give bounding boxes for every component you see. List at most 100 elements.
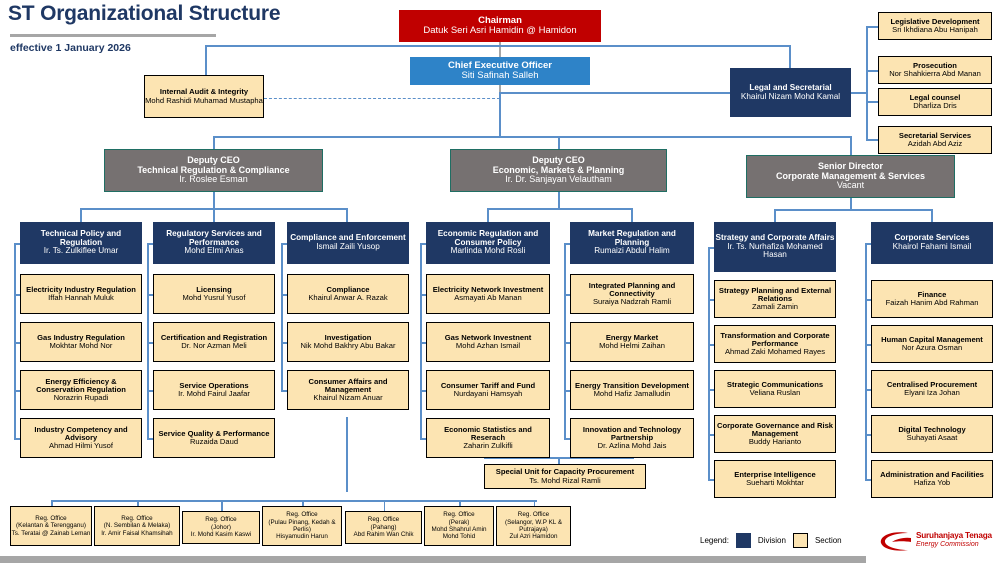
- section-title: Industry Competency and Advisory: [34, 424, 128, 442]
- box-section-5-1[interactable]: Transformation and Corporate Performance…: [714, 325, 836, 363]
- box-section-5-0[interactable]: Strategy Planning and External Relations…: [714, 280, 836, 318]
- division-title: Market Regulation and Planning: [588, 228, 676, 247]
- connector-section-4-1: [564, 342, 570, 344]
- legal-section-name: Dharliza Dris: [913, 101, 957, 110]
- box-regional-office-3[interactable]: Reg. Office(Pulau Pinang, Kedah & Perlis…: [262, 506, 342, 546]
- regional-office-line3: Zul Azri Hamidon: [509, 533, 558, 541]
- section-title: Service Quality & Performance: [158, 428, 270, 438]
- connector-deputy2-drop: [558, 136, 560, 149]
- section-name: Sueharti Mokhtar: [746, 478, 804, 487]
- legend-division-label: Division: [757, 536, 786, 545]
- box-regional-office-1[interactable]: Reg. Office(N. Sembilan & Melaka)Ir. Ami…: [94, 506, 180, 546]
- connector-section-1-0: [147, 294, 153, 296]
- connector-column-head-0: [14, 243, 20, 245]
- connector-legal-s4: [866, 139, 878, 141]
- section-name: Suraiya Nadzrah Ramli: [592, 297, 672, 307]
- section-title: Energy Transition Development: [575, 380, 689, 390]
- section-name: Dr. Nor Azman Meli: [181, 341, 247, 350]
- legal-section-title: Prosecution: [913, 60, 957, 70]
- connector-div4-drop: [487, 208, 489, 222]
- box-regional-office-5[interactable]: Reg. Office(Perak)Mohd Shahrul Amin Mohd…: [424, 506, 494, 546]
- connector-div7-drop: [931, 209, 933, 222]
- section-title: Gas Network Investnent: [444, 332, 532, 342]
- section-title: Innovation and Technology Partnership: [582, 424, 682, 442]
- deputy-name: Vacant: [836, 180, 865, 191]
- division-title: Regulatory Services and Performance: [166, 228, 262, 247]
- box-regional-office-4[interactable]: Reg. Office(Pahang)Abd Rahim Wan Chik: [345, 511, 422, 544]
- connector-section-1-2: [147, 390, 153, 392]
- regional-office-line3: Abd Rahim Wan Chik: [353, 531, 414, 539]
- box-regional-office-2[interactable]: Reg. Office(Johor)Ir. Mohd Kasim Kaswi: [182, 511, 260, 544]
- section-name: Nik Mohd Bakhry Abu Bakar: [300, 341, 396, 350]
- connector-regional-drop-5: [459, 500, 461, 506]
- box-section-0-2[interactable]: Energy Efficiency & Conservation Regulat…: [20, 370, 142, 410]
- connector-column-head-3: [420, 243, 426, 245]
- box-internal-audit-integrity[interactable]: Internal Audit & Integrity Mohd Rashidi …: [144, 75, 264, 118]
- chairman-title: Chairman: [478, 14, 522, 26]
- section-title: Consumer Tariff and Fund: [440, 380, 536, 390]
- connector-legal-spine: [866, 26, 868, 140]
- box-regional-office-6[interactable]: Reg. Office(Selangor, W.P KL & Putrajaya…: [496, 506, 571, 546]
- section-title: Licensing: [196, 284, 232, 294]
- box-special-unit-capacity-procurement[interactable]: Special Unit for Capacity Procurement Ts…: [484, 464, 646, 489]
- connector-section-3-0: [420, 294, 426, 296]
- connector-column-spine-1: [147, 243, 149, 438]
- box-chief-executive-officer[interactable]: Chief Executive Officer Siti Safinah Sal…: [410, 57, 590, 85]
- section-title: Economic Statistics and Reserach: [444, 424, 532, 442]
- connector-column-spine-5: [708, 247, 710, 479]
- section-name: Norazrin Rupadi: [53, 393, 109, 403]
- section-title: Service Operations: [179, 380, 249, 390]
- chairman-name: Datuk Seri Asri Hamidin @ Hamidon: [423, 25, 577, 36]
- connector-section-6-2: [865, 389, 871, 391]
- box-chairman[interactable]: Chairman Datuk Seri Asri Hamidin @ Hamid…: [399, 10, 601, 42]
- legal-section-title: Secretarial Services: [898, 130, 972, 140]
- legend-swatch-section: [792, 533, 808, 548]
- box-section-5-3[interactable]: Corporate Governance and Risk Management…: [714, 415, 836, 453]
- section-title: Consumer Affairs and Management: [308, 376, 388, 394]
- box-regional-office-0[interactable]: Reg. Office(Kelantan & Terengganu)Ts. Te…: [10, 506, 92, 546]
- connector-section-4-0: [564, 294, 570, 296]
- regional-office-line1: Reg. Office: [443, 511, 475, 519]
- box-legal-and-secretarial[interactable]: Legal and Secretarial Khairul Nizam Mohd…: [730, 68, 851, 117]
- section-title: Transformation and Corporate Performance: [720, 330, 830, 348]
